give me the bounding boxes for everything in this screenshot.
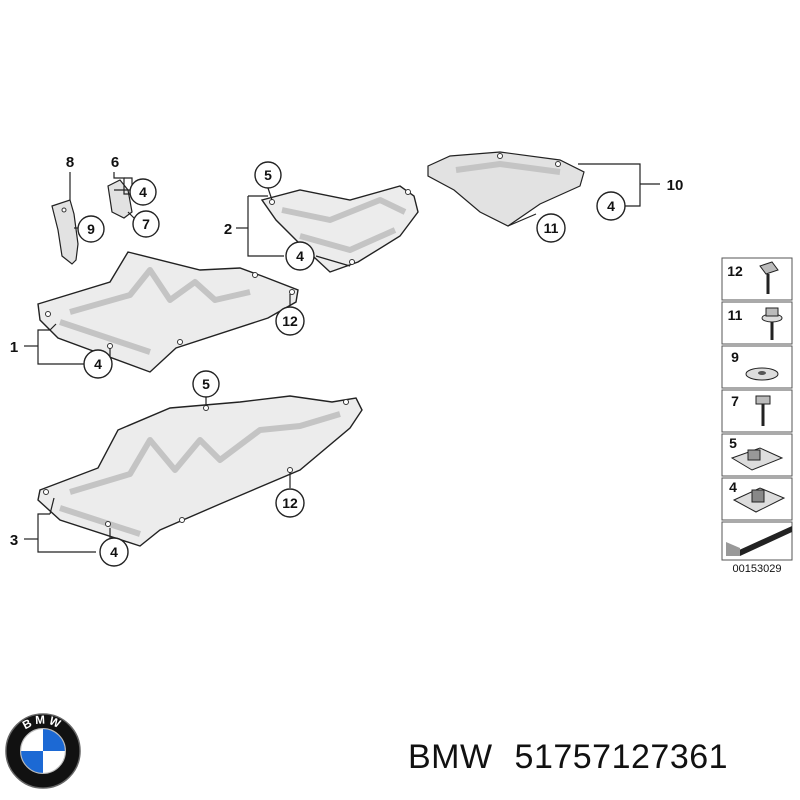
label-part-3: 3 bbox=[10, 532, 18, 549]
callout-12-lower: 12 bbox=[275, 488, 305, 518]
legend-label-4: 4 bbox=[729, 479, 737, 495]
callout-5-lower: 5 bbox=[192, 370, 220, 398]
callout-9: 9 bbox=[77, 215, 105, 243]
bolt-washer-icon bbox=[761, 307, 783, 340]
clip-nut-icon bbox=[730, 447, 784, 471]
legend-label-7: 7 bbox=[731, 393, 739, 409]
svg-text:4: 4 bbox=[110, 544, 118, 560]
legend-label-5: 5 bbox=[729, 435, 737, 451]
svg-text:4: 4 bbox=[607, 198, 615, 214]
callout-4-front: 4 bbox=[83, 349, 113, 379]
bolt-icon bbox=[755, 395, 771, 426]
fastener-legend: 12 11 9 7 5 bbox=[721, 257, 793, 575]
svg-text:5: 5 bbox=[202, 376, 210, 392]
washer-icon bbox=[745, 367, 779, 381]
legend-label-11: 11 bbox=[728, 307, 743, 323]
leader-lines bbox=[24, 163, 660, 553]
svg-text:4: 4 bbox=[94, 356, 102, 372]
callout-12-top: 12 bbox=[275, 306, 305, 336]
legend-code: 00153029 bbox=[733, 563, 782, 575]
callout-7: 7 bbox=[132, 210, 160, 238]
label-part-8: 8 bbox=[66, 154, 74, 171]
label-part-2: 2 bbox=[224, 221, 232, 238]
underbody-panel-lower bbox=[37, 395, 363, 547]
part-number: 51757127361 bbox=[514, 738, 729, 776]
wheel-arch-cover bbox=[427, 151, 585, 227]
legend-label-12: 12 bbox=[727, 263, 743, 279]
callout-4-arch: 4 bbox=[596, 191, 626, 221]
callout-4-mid: 4 bbox=[285, 241, 315, 271]
svg-text:12: 12 bbox=[282, 313, 298, 329]
label-part-1: 1 bbox=[10, 339, 18, 356]
callout-5-top: 5 bbox=[254, 161, 282, 189]
legend-label-9: 9 bbox=[731, 349, 739, 365]
svg-text:9: 9 bbox=[87, 221, 95, 237]
label-part-6: 6 bbox=[111, 154, 119, 171]
svg-text:12: 12 bbox=[282, 495, 298, 511]
underbody-panel-front bbox=[37, 251, 299, 373]
panel-section-icon bbox=[726, 526, 792, 556]
callout-4-lower: 4 bbox=[99, 537, 129, 567]
part-caption: BMW 51757127361 bbox=[408, 738, 788, 788]
callout-4-bracket: 4 bbox=[129, 178, 157, 206]
brand-name: BMW bbox=[408, 738, 493, 776]
svg-text:4: 4 bbox=[139, 184, 147, 200]
svg-text:4: 4 bbox=[296, 248, 304, 264]
clip-icon bbox=[732, 487, 786, 513]
screw-icon bbox=[759, 261, 779, 294]
callout-11: 11 bbox=[536, 213, 566, 243]
svg-text:7: 7 bbox=[142, 216, 150, 232]
label-part-10: 10 bbox=[667, 177, 684, 194]
svg-text:11: 11 bbox=[544, 220, 559, 236]
bmw-logo-icon: BMW bbox=[5, 713, 81, 789]
bracket-part-8 bbox=[51, 199, 79, 265]
underbody-panel-mid bbox=[260, 185, 419, 273]
svg-text:5: 5 bbox=[264, 167, 272, 183]
svg-text:BMW: BMW bbox=[20, 713, 65, 732]
